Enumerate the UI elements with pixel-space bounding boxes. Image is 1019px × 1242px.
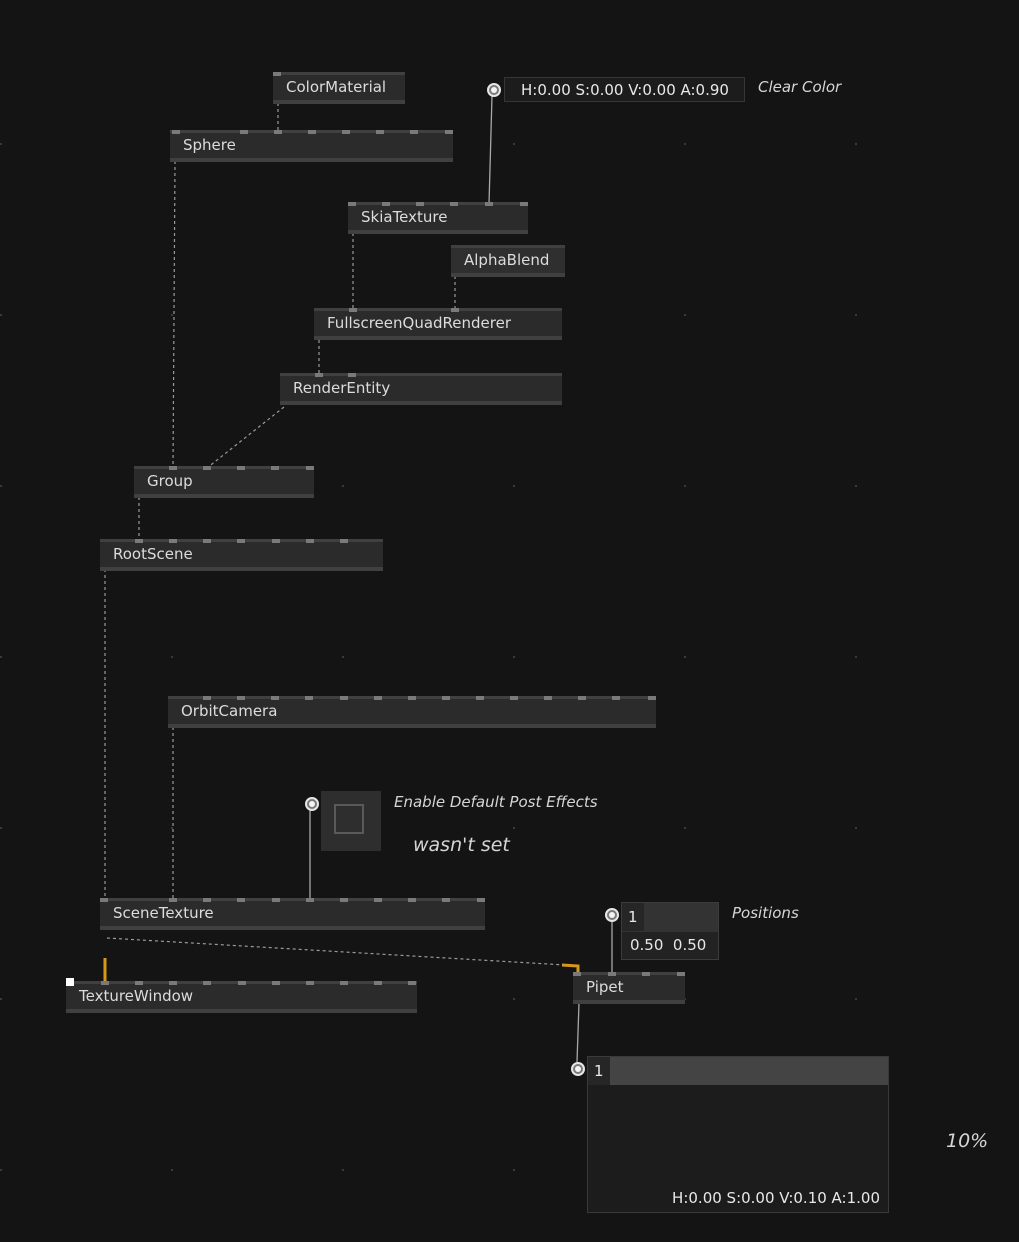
grid-dot	[0, 314, 2, 316]
link-sphere-group	[172, 160, 176, 469]
node-skia-texture[interactable]: SkiaTexture	[348, 202, 528, 234]
grid-dot	[171, 827, 173, 829]
link-scenetexture-pipet	[106, 937, 566, 966]
link-pipet-output	[576, 1002, 580, 1063]
node-title: SkiaTexture	[361, 208, 448, 226]
grid-dot	[0, 998, 2, 1000]
grid-dot	[684, 485, 686, 487]
grid-dot	[684, 656, 686, 658]
grid-dot	[684, 827, 686, 829]
grid-dot	[513, 998, 515, 1000]
node-sphere[interactable]: Sphere	[170, 130, 453, 162]
node-orbit-camera[interactable]: OrbitCamera	[168, 696, 656, 728]
node-pipet[interactable]: Pipet	[573, 972, 685, 1004]
grid-dot	[0, 656, 2, 658]
grid-dot	[171, 314, 173, 316]
node-root-scene[interactable]: RootScene	[100, 539, 383, 571]
grid-dot	[684, 998, 686, 1000]
grid-dot	[171, 656, 173, 658]
output-count: 1	[594, 1062, 604, 1080]
positions-values-cell	[622, 932, 718, 959]
node-title: Sphere	[183, 136, 236, 154]
post-effects-toggle[interactable]	[321, 791, 381, 851]
window-marker-icon	[66, 978, 74, 986]
grid-dot	[342, 1169, 344, 1171]
node-title: OrbitCamera	[181, 702, 278, 720]
node-title: RenderEntity	[293, 379, 391, 397]
node-scene-texture[interactable]: SceneTexture	[100, 898, 485, 930]
output-color-spread[interactable]: 1 H:0.00 S:0.00 V:0.10 A:1.00	[587, 1056, 889, 1213]
node-alpha-blend[interactable]: AlphaBlend	[451, 245, 565, 277]
grid-dot	[513, 656, 515, 658]
node-title: Group	[147, 472, 193, 490]
clear-color-value[interactable]: H:0.00 S:0.00 V:0.00 A:0.90	[504, 77, 745, 102]
grid-dot	[0, 827, 2, 829]
grid-dot	[513, 827, 515, 829]
grid-dot	[855, 485, 857, 487]
zoom-level: 10%	[946, 1130, 989, 1152]
post-effects-pin[interactable]	[302, 794, 322, 814]
positions-count: 1	[628, 908, 638, 926]
node-title: Pipet	[586, 978, 624, 996]
grid-dot	[684, 143, 686, 145]
positions-values[interactable]: 0.50 0.50	[630, 936, 707, 954]
node-group[interactable]: Group	[134, 466, 314, 498]
grid-dot	[855, 827, 857, 829]
grid-dot	[855, 143, 857, 145]
link-renderentity-group	[206, 406, 285, 469]
grid-dot	[684, 314, 686, 316]
node-title: AlphaBlend	[464, 251, 550, 269]
positions-label: Positions	[732, 904, 799, 922]
link-clearcolor-skiatexture	[488, 95, 493, 205]
grid-dot	[513, 143, 515, 145]
grid-dot	[855, 314, 857, 316]
grid-dot	[342, 485, 344, 487]
node-title: ColorMaterial	[286, 78, 387, 96]
positions-count-cell	[622, 903, 644, 931]
grid-dot	[855, 998, 857, 1000]
output-header	[588, 1057, 888, 1085]
output-value: H:0.00 S:0.00 V:0.10 A:1.00	[672, 1189, 880, 1207]
grid-dot	[0, 485, 2, 487]
node-title: RootScene	[113, 545, 193, 563]
link-pipet-active	[561, 963, 580, 972]
grid-dot	[0, 1169, 2, 1171]
grid-dot	[0, 143, 2, 145]
output-pin[interactable]	[568, 1059, 588, 1079]
clear-color-label: Clear Color	[758, 78, 842, 96]
grid-dot	[342, 656, 344, 658]
grid-dot	[513, 485, 515, 487]
grid-dot	[171, 1169, 173, 1171]
node-title: SceneTexture	[113, 904, 214, 922]
output-count-cell	[588, 1057, 610, 1085]
clear-color-pin[interactable]	[484, 80, 504, 100]
post-effects-label: Enable Default Post Effects	[394, 793, 598, 811]
checkbox-icon	[334, 804, 364, 834]
node-fullscreen-quad-renderer[interactable]: FullscreenQuadRenderer	[314, 308, 562, 340]
node-render-entity[interactable]: RenderEntity	[280, 373, 562, 405]
node-color-material[interactable]: ColorMaterial	[273, 72, 405, 104]
node-title: FullscreenQuadRenderer	[327, 314, 512, 332]
positions-spread[interactable]: 1 0.50 0.50	[621, 902, 719, 960]
grid-dot	[855, 656, 857, 658]
node-texture-window[interactable]: TextureWindow	[66, 981, 417, 1013]
node-title: TextureWindow	[79, 987, 194, 1005]
post-effects-status: wasn't set	[413, 834, 510, 856]
positions-pin[interactable]	[602, 905, 622, 925]
grid-dot	[513, 1169, 515, 1171]
